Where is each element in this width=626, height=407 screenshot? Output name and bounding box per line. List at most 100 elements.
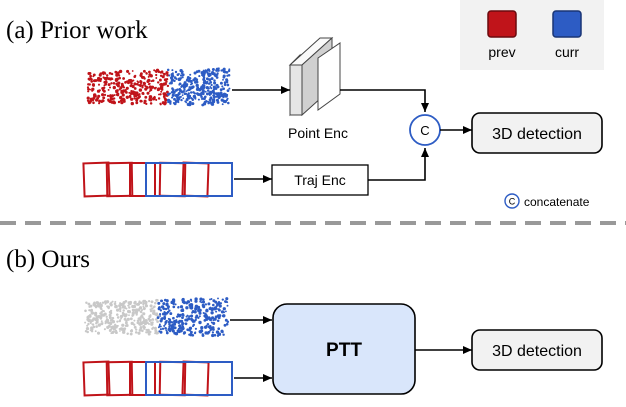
point: [143, 82, 147, 86]
point: [181, 300, 186, 304]
point: [179, 305, 184, 309]
point: [210, 87, 213, 90]
detection-label-ours: 3D detection: [492, 343, 582, 360]
point: [86, 96, 90, 100]
point: [173, 322, 177, 326]
point: [171, 87, 174, 90]
point: [141, 320, 146, 325]
point: [222, 99, 226, 103]
point: [121, 93, 125, 97]
point: [183, 88, 186, 91]
point: [107, 324, 111, 328]
point: [228, 87, 231, 90]
point: [133, 75, 136, 78]
point: [159, 93, 162, 96]
trajectory-box-prev: [158, 360, 187, 397]
concat-legend-symbol: C: [509, 197, 516, 207]
point: [158, 306, 161, 309]
point: [200, 326, 204, 330]
point: [157, 70, 161, 73]
point: [211, 333, 215, 338]
point: [177, 92, 181, 96]
point: [122, 86, 126, 89]
point: [198, 315, 201, 318]
trajectory-box-prev: [158, 161, 187, 198]
point: [144, 87, 148, 91]
trajectory-box-curr: [145, 162, 233, 197]
point: [169, 312, 173, 316]
point: [201, 300, 206, 304]
trajectory-boxes-prior: [82, 161, 233, 198]
point: [194, 97, 197, 100]
point: [143, 101, 146, 105]
point-cloud-ours: [84, 297, 230, 338]
point: [161, 101, 165, 105]
point: [97, 323, 101, 327]
point: [128, 306, 131, 309]
point: [129, 317, 133, 321]
point: [198, 311, 202, 315]
point: [141, 84, 144, 87]
point: [115, 89, 119, 92]
point: [149, 308, 152, 311]
point: [151, 79, 155, 82]
point: [156, 81, 160, 84]
point: [193, 71, 197, 75]
point: [91, 89, 94, 92]
point: [113, 327, 116, 331]
trajectory-box-curr: [145, 361, 233, 396]
point: [223, 323, 227, 327]
point: [148, 323, 150, 325]
point: [114, 331, 118, 335]
point: [93, 303, 97, 307]
point: [94, 319, 97, 322]
point: [138, 328, 142, 332]
point: [87, 322, 90, 326]
point: [166, 68, 170, 72]
point: [131, 308, 135, 312]
point: [140, 315, 143, 318]
point: [214, 87, 218, 90]
point: [208, 317, 212, 321]
point: [209, 306, 212, 309]
point: [131, 314, 134, 317]
point: [109, 311, 113, 315]
point: [150, 85, 155, 89]
point: [159, 103, 162, 106]
point: [176, 329, 180, 333]
point: [111, 97, 114, 101]
point: [203, 77, 206, 79]
point: [177, 321, 181, 324]
point: [107, 77, 111, 81]
point: [174, 99, 179, 103]
point: [97, 315, 102, 319]
point: [133, 97, 136, 100]
point: [142, 300, 145, 303]
point: [154, 301, 157, 305]
point: [150, 80, 153, 83]
point: [197, 309, 201, 313]
point: [92, 73, 96, 77]
point: [113, 94, 116, 97]
point: [159, 330, 163, 334]
point: [208, 98, 212, 102]
point: [130, 321, 134, 326]
point: [168, 322, 171, 325]
point: [221, 85, 224, 88]
point: [157, 326, 160, 329]
point: [215, 67, 219, 71]
point: [180, 98, 183, 102]
point: [163, 324, 166, 327]
point: [107, 307, 110, 310]
detection-box-ours: [471, 329, 603, 371]
point: [222, 76, 226, 79]
point: [178, 77, 182, 81]
point: [174, 319, 178, 322]
point: [208, 78, 212, 82]
point: [91, 327, 94, 331]
point: [92, 312, 95, 315]
point: [185, 315, 188, 318]
point: [204, 315, 208, 318]
point: [115, 324, 118, 328]
point: [155, 312, 159, 315]
